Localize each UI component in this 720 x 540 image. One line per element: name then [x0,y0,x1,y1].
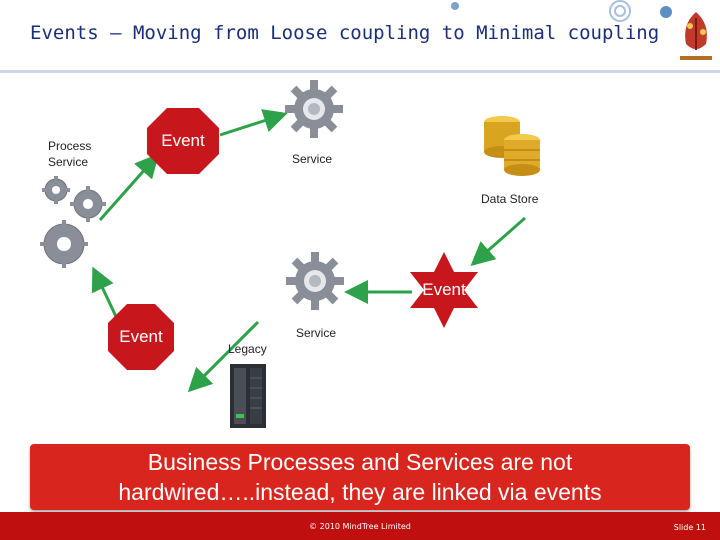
event-bottom-label: Event [119,327,163,346]
slide-number: Slide 11 [673,523,706,532]
service-top-label: Service [292,152,333,166]
legacy-server-icon [230,364,266,428]
data-store-icon [484,116,540,176]
service-middle-label: Service [296,326,337,340]
data-store-label: Data Store [481,192,539,206]
footer-bar [0,512,720,540]
page-title: Events – Moving from Loose coupling to M… [30,22,660,44]
banner-text: Business Processes and Services are not … [30,447,690,507]
event-top-label: Event [161,131,205,150]
banner-line-1: Business Processes and Services are not [147,449,573,475]
service-gear-top-icon [285,80,343,138]
legacy-label: Legacy [228,342,267,356]
copyright-text: © 2010 MindTree Limited [309,522,411,531]
decorative-circles [451,0,672,22]
title-divider [0,70,720,73]
service-gear-middle-icon [286,252,344,310]
event-star-label: Event [422,280,466,299]
message-banner [30,444,690,510]
banner-line-2: hardwired…..instead, they are linked via… [118,479,602,505]
company-logo-icon [676,4,716,66]
process-gears-icon [40,176,106,268]
process-service-label: Process Service [48,139,92,169]
event-octagon-top [147,108,219,174]
event-octagon-bottom [108,304,174,370]
event-star [410,252,478,328]
